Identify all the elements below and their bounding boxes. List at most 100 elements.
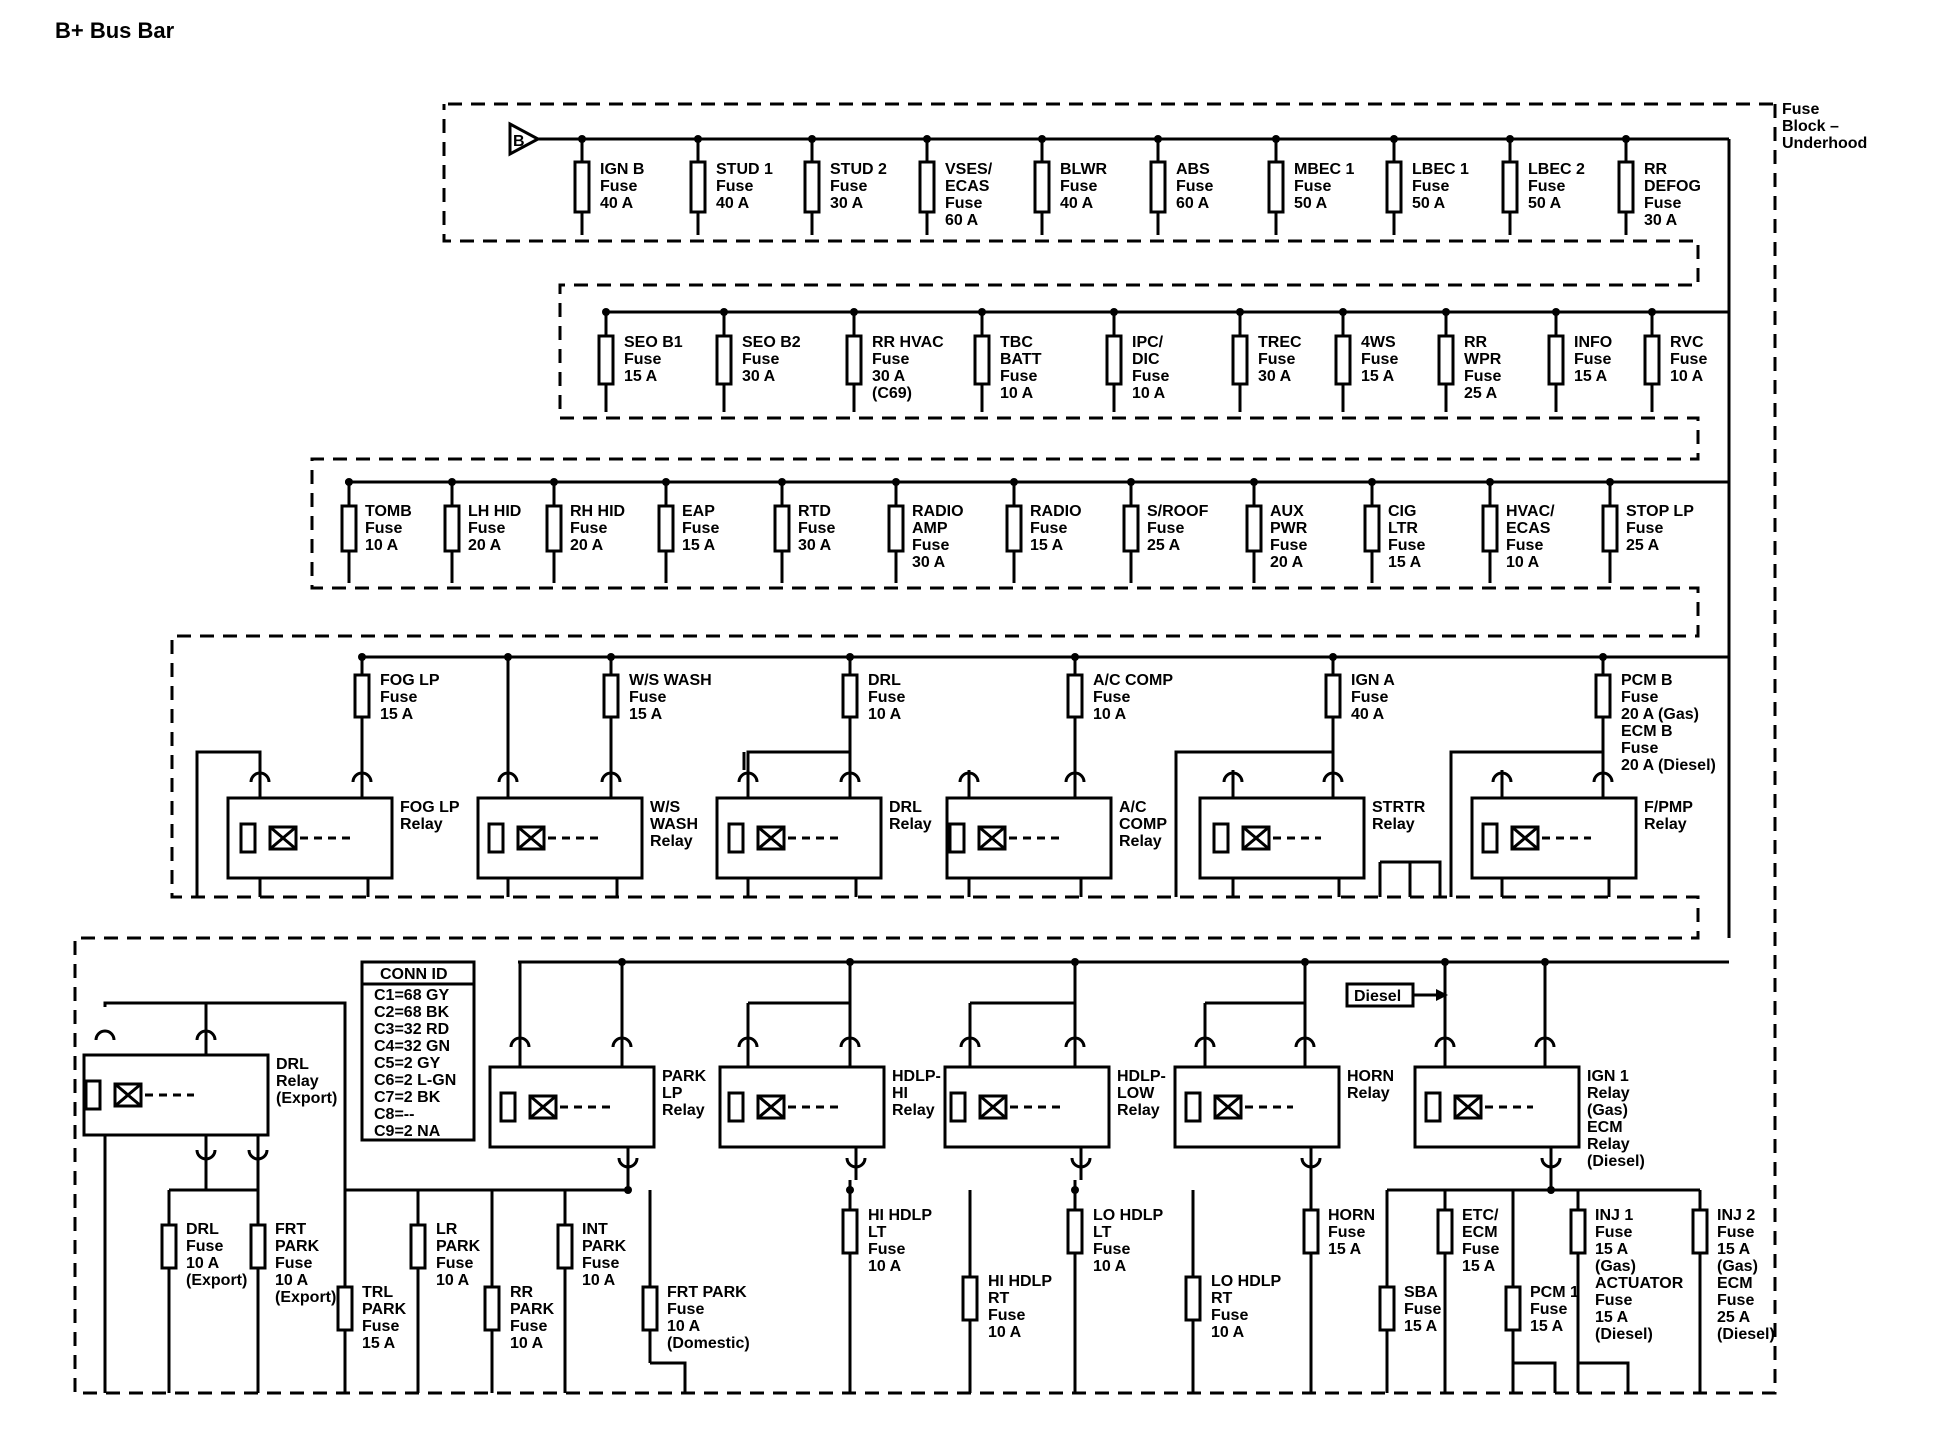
diesel-arrow-head <box>1436 989 1448 1001</box>
label-line: Fuse <box>1717 1292 1754 1309</box>
label-line: Fuse <box>624 351 661 368</box>
label-line: 15 A <box>1717 1241 1751 1258</box>
label-line: STRTR <box>1372 799 1426 816</box>
label-line: Relay <box>1119 833 1162 850</box>
splice-dot <box>1071 958 1079 966</box>
label-line: STUD 2 <box>830 161 887 178</box>
label-line: Fuse <box>1176 178 1213 195</box>
label-line: HI HDLP <box>868 1207 932 1224</box>
label-line: ECM <box>1587 1119 1623 1136</box>
fuse-symbol <box>887 504 905 553</box>
label-line: PARK <box>436 1238 481 1255</box>
label-line: HORN <box>1328 1207 1375 1224</box>
fuse-symbol <box>841 673 859 719</box>
label-line: Fuse <box>362 1318 399 1335</box>
label-line: 10 A <box>186 1255 220 1272</box>
label-line: Fuse <box>1093 689 1130 706</box>
label-line: ABS <box>1176 161 1210 178</box>
fuse-symbol <box>336 1285 354 1332</box>
label-line: FOG LP <box>380 672 440 689</box>
fuse-symbol <box>1569 1208 1587 1255</box>
label-line: 15 A <box>1030 537 1064 554</box>
label-line: Fuse <box>1294 178 1331 195</box>
label-line: HVAC/ <box>1506 503 1555 520</box>
label-line: 15 A <box>380 706 414 723</box>
label-line: HI <box>892 1085 908 1102</box>
fuse-symbol <box>353 673 371 719</box>
fuse-symbol <box>715 334 733 386</box>
relay-diode <box>1212 822 1230 854</box>
label-line: (Diesel) <box>1587 1153 1645 1170</box>
label-line: Fuse <box>1528 178 1565 195</box>
label-line: Fuse <box>945 195 982 212</box>
label-line: PARK <box>275 1238 320 1255</box>
fuse-symbol <box>973 334 991 386</box>
relay-diode <box>84 1079 102 1111</box>
label-line: 10 A <box>1093 1258 1127 1275</box>
label-line: 30 A <box>1644 212 1678 229</box>
label-line: COMP <box>1119 816 1167 833</box>
label-line: Fuse <box>1595 1292 1632 1309</box>
label-line: SEO B2 <box>742 334 801 351</box>
fuse-symbol <box>1363 504 1381 553</box>
fuse-symbol <box>845 334 863 386</box>
label-line: LBEC 2 <box>1528 161 1585 178</box>
fuse-symbol <box>1334 334 1352 386</box>
fuse-symbol <box>1122 504 1140 553</box>
relay-diode <box>727 1091 745 1123</box>
relay-diode <box>1424 1091 1442 1123</box>
label-line: Block – <box>1782 118 1839 135</box>
label-line: HI HDLP <box>988 1273 1052 1290</box>
splice-dot <box>846 958 854 966</box>
fuse-symbol <box>409 1223 427 1270</box>
label-line: Fuse <box>1270 537 1307 554</box>
label-line: 10 A <box>1132 385 1166 402</box>
connector-female <box>94 1029 116 1041</box>
relay-coil-x <box>529 1094 557 1120</box>
label-line: Relay <box>1587 1085 1630 1102</box>
label-line: LOW <box>1117 1085 1155 1102</box>
label-line: Fuse <box>365 520 402 537</box>
label-line: (Diesel) <box>1717 1326 1775 1343</box>
label-line: RR <box>1644 161 1668 178</box>
fuse-symbol <box>1378 1285 1396 1332</box>
label-line: Fuse <box>1670 351 1707 368</box>
label-line: FRT <box>275 1221 306 1238</box>
label-line: Fuse <box>1595 1224 1632 1241</box>
label-line: IPC/ <box>1132 334 1164 351</box>
label-line: 10 A <box>1000 385 1034 402</box>
relay-box <box>488 1065 656 1149</box>
relay-diode <box>499 1091 517 1123</box>
label-line: 25 A <box>1147 537 1181 554</box>
label-line: Fuse <box>872 351 909 368</box>
fuse-symbol <box>641 1285 659 1332</box>
label-line: 40 A <box>1060 195 1094 212</box>
label-line: PARK <box>662 1068 707 1085</box>
label-line: FRT PARK <box>667 1284 747 1301</box>
fuse-symbol <box>1324 673 1342 719</box>
label-line: Fuse <box>1626 520 1663 537</box>
fuse-symbol <box>1033 160 1051 214</box>
label-line: LO HDLP <box>1211 1273 1282 1290</box>
fuse-symbol <box>1643 334 1661 386</box>
